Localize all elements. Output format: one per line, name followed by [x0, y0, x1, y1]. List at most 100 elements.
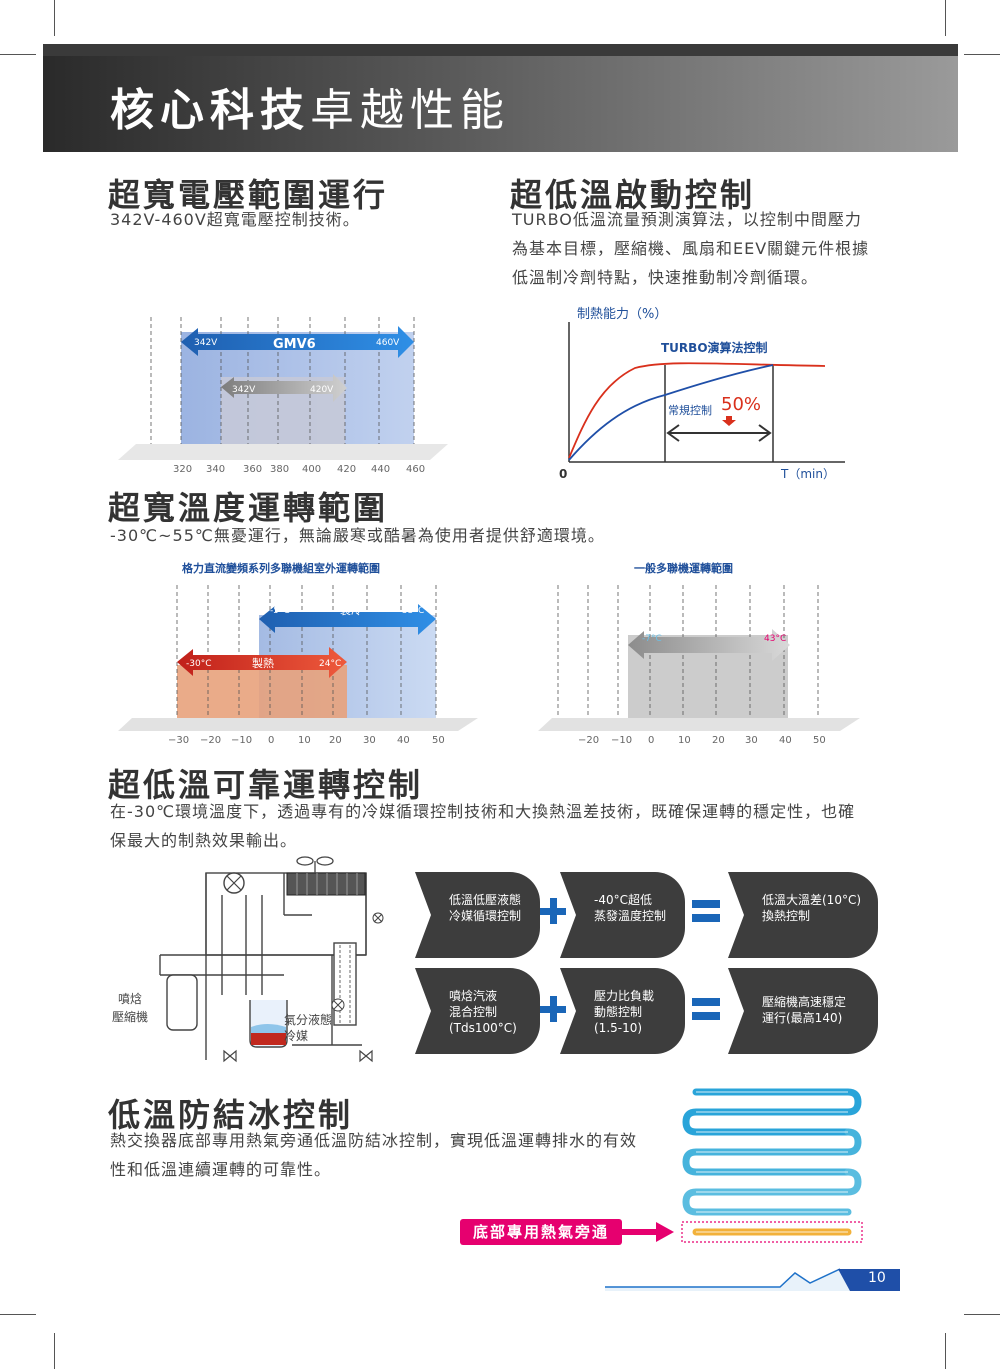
separator-label-1: 氣分液態: [284, 1012, 332, 1027]
gmv6-arrow: [181, 326, 414, 358]
left-chart-title: 格力直流變頻系列多聯機組室外運轉範圍: [182, 561, 380, 575]
down-arrow-icon: [722, 416, 736, 426]
tick-label: 0: [648, 735, 654, 746]
process-box-text: 噴焓汽液 混合控制 (Tds100°C): [449, 989, 517, 1035]
plus-icon: [540, 996, 566, 1022]
heating-label: 製熱: [252, 656, 274, 670]
plus-icon: [540, 898, 566, 924]
crop-mark: [945, 0, 946, 36]
origin-label: 0: [559, 467, 567, 481]
temp-left-chart: 格力直流變頻系列多聯機組室外運轉範圍 -5°C 製冷 55°C -30°C 製熱…: [118, 561, 478, 746]
header-banner: [43, 44, 958, 152]
tick-label: −10: [611, 735, 632, 746]
lowstart-chart: 制熱能力（%） TURBO演算法控制 常規控制 50% 0 T（min）: [559, 307, 845, 481]
tick-label: 30: [745, 735, 758, 746]
right-chart-title: 一般多聯機運轉範圍: [634, 561, 733, 575]
temp-desc: -30℃~55℃無憂運行，無論嚴寒或酷暑為使用者提供舒適環境。: [110, 526, 605, 545]
general-min-label: -7°C: [642, 634, 662, 644]
check-valve-icon: [223, 1049, 373, 1063]
voltage-chart: 342V GMV6 460V 342V 420V 320 340 360 380…: [118, 317, 448, 474]
tick-label: 460: [406, 464, 425, 474]
general-arrow: [628, 629, 790, 661]
gmv6-label: GMV6: [273, 337, 316, 352]
y-axis-label: 制熱能力（%）: [577, 307, 667, 322]
gmv6-max-label: 460V: [376, 338, 400, 348]
normal-curve: [568, 364, 774, 461]
footer-wave: [605, 1268, 900, 1291]
temp-right-chart: 一般多聯機運轉範圍 -7°C 43°C −20 −10 0 10 20 30 4…: [538, 561, 860, 746]
tick-label: 30: [363, 735, 376, 746]
tick-label: 340: [206, 464, 225, 474]
general-max-label: 43°C: [764, 634, 786, 644]
compressor-shape: [166, 974, 198, 1031]
process-box: 低溫低壓液態 冷媒循環控制: [415, 872, 540, 958]
right-floor: [538, 718, 860, 731]
process-box-text: 低溫大溫差(10°C) 換熱控制: [762, 893, 862, 923]
tick-label: 20: [329, 735, 342, 746]
process-box: 壓縮機高速穩定 運行(最高140): [728, 968, 878, 1054]
tick-label: 20: [712, 735, 725, 746]
crop-mark: [0, 54, 36, 55]
antifreeze-desc-1: 熱交換器底部專用熱氣旁通低溫防結冰控制，實現低溫運轉排水的有效: [110, 1131, 638, 1150]
cooling-min-label: -5°C: [270, 606, 290, 616]
tick-label: 50: [813, 735, 826, 746]
tick-label: −30: [168, 735, 189, 746]
page-number: 10: [868, 1270, 886, 1286]
crop-mark: [54, 1333, 55, 1369]
process-box-text: 壓縮機高速穩定 運行(最高140): [762, 995, 847, 1025]
tick-label: 380: [270, 464, 289, 474]
crop-mark: [945, 1333, 946, 1369]
heating-min-label: -30°C: [186, 659, 211, 669]
cooling-arrow: [259, 604, 436, 635]
tick-label: −10: [231, 735, 252, 746]
equals-icon: [692, 996, 720, 1022]
crop-mark: [964, 54, 1000, 55]
range-420-max-label: 420V: [310, 385, 334, 395]
heat-exchanger-coil: [681, 1088, 863, 1243]
voltage-ticks: 320 340 360 380 400 420 440 460: [173, 464, 425, 474]
process-box-text: -40°C超低 蒸發溫度控制: [594, 893, 667, 923]
process-box-text: 低溫低壓液態 冷媒循環控制: [449, 893, 522, 923]
turbo-label: TURBO演算法控制: [661, 340, 768, 355]
gmv6-min-label: 342V: [194, 338, 218, 348]
process-box: 噴焓汽液 混合控制 (Tds100°C): [415, 968, 540, 1054]
tick-label: 40: [779, 735, 792, 746]
voltage-title: 超寬電壓範圍運行: [108, 176, 389, 214]
heating-max-label: 24°C: [319, 659, 341, 669]
arrow-head: [656, 1222, 674, 1242]
process-box: 低溫大溫差(10°C) 換熱控制: [728, 872, 878, 958]
lowstart-title: 超低溫啟動控制: [510, 176, 756, 214]
bypass-label: 底部專用熱氣旁通: [460, 1219, 622, 1245]
bypass-highlight: [681, 1221, 863, 1243]
tick-label: 420: [337, 464, 356, 474]
process-box: -40°C超低 蒸發溫度控制: [560, 872, 685, 958]
tick-label: −20: [200, 735, 221, 746]
crop-mark: [964, 1314, 1000, 1315]
tick-label: 440: [371, 464, 390, 474]
tick-label: −20: [578, 735, 599, 746]
voltage-desc: 342V-460V超寬電壓控制技術。: [110, 210, 360, 229]
heating-area: [177, 665, 347, 718]
compressor-label-2: 壓縮機: [112, 1009, 148, 1024]
reliable-desc-2: 保最大的制熱效果輸出。: [110, 831, 298, 850]
refrigerant-diagram: 噴焓 壓縮機 氣分液態 冷媒: [112, 856, 384, 1063]
cooling-label: 製冷: [340, 603, 362, 617]
crop-mark: [0, 1314, 36, 1315]
condenser: [287, 873, 365, 895]
tick-label: 360: [243, 464, 262, 474]
compressor-label-1: 噴焓: [118, 991, 142, 1006]
lowstart-desc-1: TURBO低溫流量預測演算法，以控制中間壓力: [512, 210, 862, 229]
fan-icon: [296, 856, 334, 873]
equals-icon: [692, 898, 720, 924]
process-box-text: 壓力比負載 動態控制 (1.5-10): [594, 989, 655, 1035]
reliable-desc-1: 在-30℃環境溫度下，透過專有的冷媒循環控制技術和大換熱溫差技術，既確保運轉的穩…: [110, 802, 856, 821]
heat-exchanger: [333, 942, 357, 1026]
voltage-floor: [118, 444, 448, 460]
page-title: 核心科技卓越性能: [110, 85, 510, 136]
tick-label: 0: [268, 735, 274, 746]
antifreeze-title: 低溫防結冰控制: [108, 1096, 354, 1134]
range-420-min-label: 342V: [232, 385, 256, 395]
tick-label: 320: [173, 464, 192, 474]
heating-arrow: [177, 647, 347, 678]
turbo-curve: [568, 362, 826, 459]
